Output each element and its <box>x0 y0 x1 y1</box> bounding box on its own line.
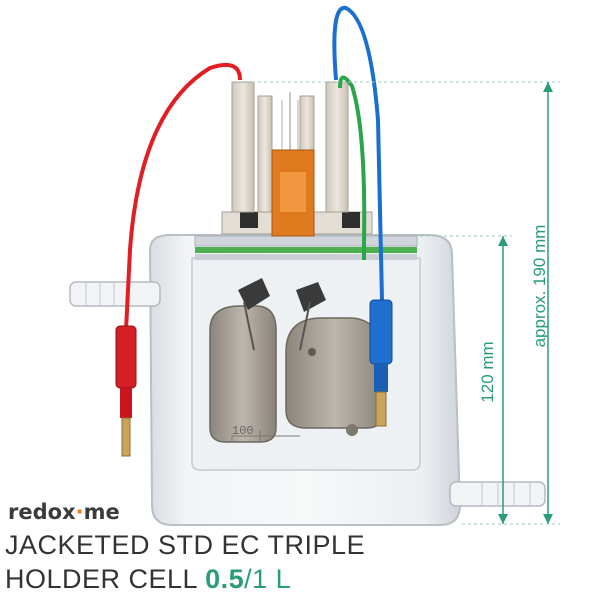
green-lead <box>338 75 367 260</box>
brand-suffix: me <box>83 500 120 524</box>
volume-scale <box>231 430 300 442</box>
body-height-label: 120 mm <box>478 341 497 403</box>
product-title: JACKETED STD EC TRIPLE HOLDER CELL 0.5/1… <box>5 528 565 596</box>
inlet-hose-barb <box>69 281 161 307</box>
brand-logo: redox·me <box>8 500 120 524</box>
title-line-2: HOLDER CELL 0.5/1 L <box>5 562 565 596</box>
dimension-overall <box>252 81 560 524</box>
electrode-clamps <box>209 278 385 443</box>
orange-center-holder <box>271 149 315 237</box>
brand-prefix: redox <box>8 500 76 524</box>
dimension-body <box>420 235 560 525</box>
overall-height-label: approx. 190 mm <box>530 224 549 348</box>
volume-primary: 0.5 <box>205 564 245 594</box>
brand-dot: · <box>75 500 84 524</box>
title-line-2-prefix: HOLDER CELL <box>5 564 206 594</box>
red-lead <box>115 63 242 457</box>
volume-rest: /1 L <box>244 564 292 594</box>
title-line-1: JACKETED STD EC TRIPLE <box>5 530 366 560</box>
outlet-hose-barb <box>449 481 546 507</box>
scale-label: 100 <box>232 424 254 438</box>
